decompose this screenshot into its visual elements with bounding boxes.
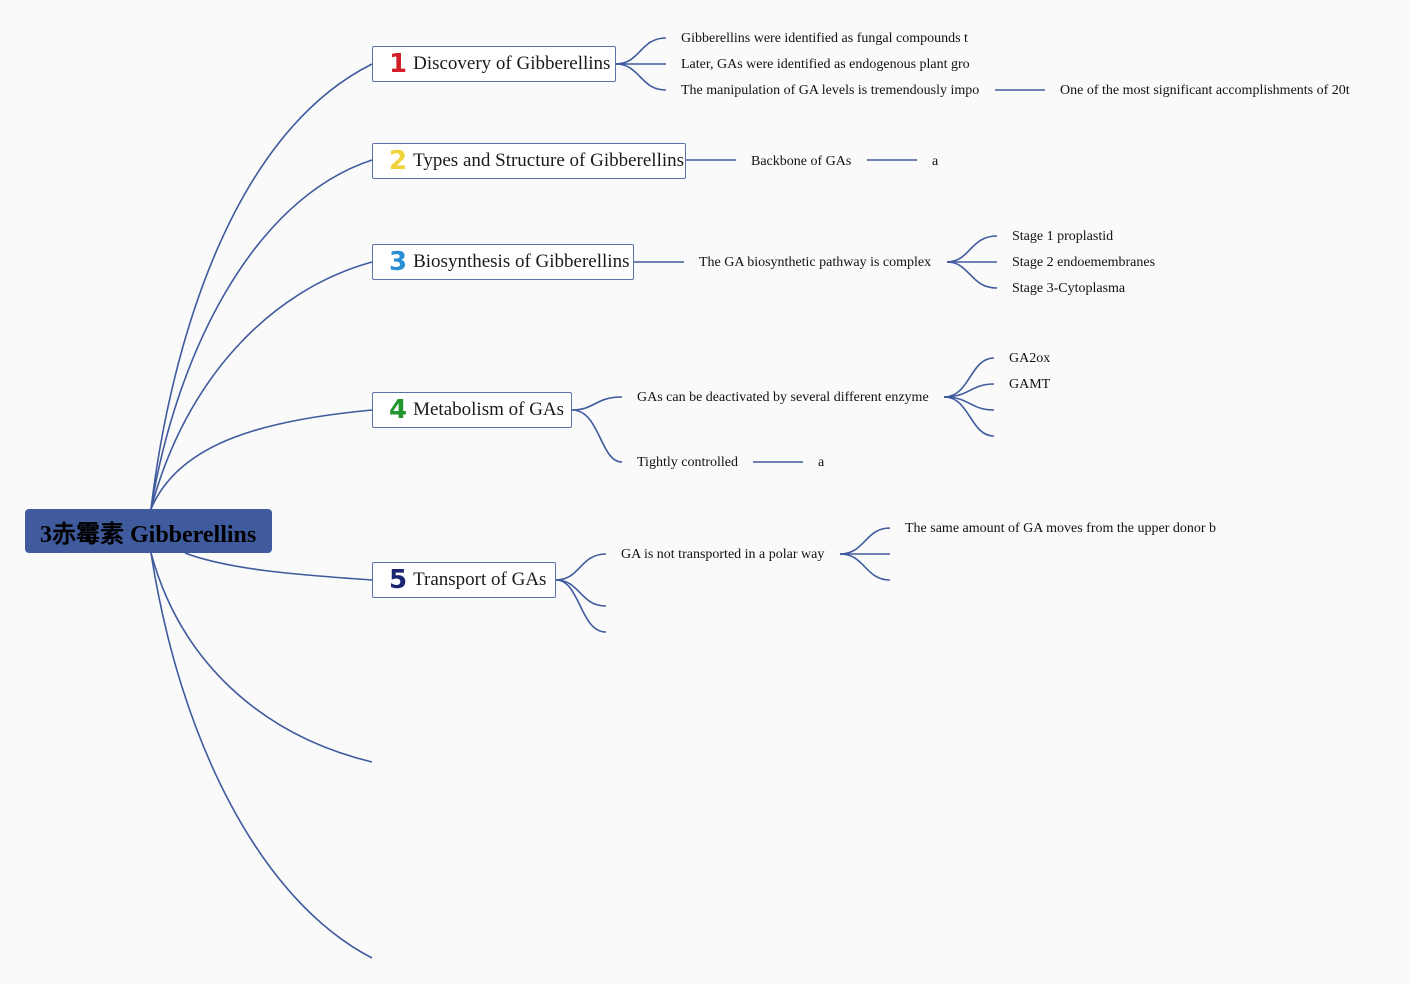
connector-t5-c1: [555, 553, 607, 581]
connector-root-topic-1: [150, 63, 373, 510]
number-1-icon: 1: [389, 49, 408, 79]
connector-root-topic-5: [184, 552, 373, 581]
root-topic-label: 3赤霉素 Gibberellins: [40, 521, 257, 548]
subtopic-3-1-1[interactable]: Stage 1 proplastid: [1012, 229, 1114, 244]
subtopic-2-1[interactable]: Backbone of GAs: [751, 154, 852, 169]
connector-root-topic-3: [150, 261, 373, 510]
connector-root-topic-2: [150, 159, 373, 510]
topic-types-structure[interactable]: 2 Types and Structure of Gibberellins: [372, 143, 686, 179]
connector-root-topic-4: [150, 409, 373, 510]
topic-label: Metabolism of GAs: [413, 399, 565, 420]
topic-label: Discovery of Gibberellins: [413, 53, 611, 74]
topic-discovery[interactable]: 1 Discovery of Gibberellins: [372, 46, 616, 82]
subtopic-3-1-3[interactable]: Stage 3-Cytoplasma: [1012, 281, 1126, 296]
subtopic-5-1[interactable]: GA is not transported in a polar way: [621, 547, 825, 562]
subtopic-4-1[interactable]: GAs can be deactivated by several differ…: [637, 390, 929, 405]
connector-t5-gc3: [839, 553, 891, 581]
subtopic-1-3-1[interactable]: One of the most significant accomplishme…: [1060, 83, 1350, 98]
root-topic[interactable]: 3赤霉素 Gibberellins: [25, 509, 272, 553]
number-3-icon: 3: [389, 247, 408, 277]
connector-t4-c2: [571, 409, 623, 463]
subtopic-4-1-1[interactable]: GA2ox: [1009, 351, 1051, 366]
connector-root-empty-2: [150, 552, 373, 959]
subtopic-2-1-1[interactable]: a: [932, 154, 939, 169]
subtopic-1-2[interactable]: Later, GAs were identified as endogenous…: [681, 57, 970, 72]
connector-t1-c1: [615, 37, 667, 65]
connector-t5-gc1: [839, 527, 891, 555]
number-5-icon: 5: [389, 565, 408, 595]
connector-root-empty-1: [150, 552, 373, 763]
connector-t3-gc1: [946, 235, 998, 263]
subtopic-1-3[interactable]: The manipulation of GA levels is tremend…: [681, 83, 980, 98]
topic-label: Biosynthesis of Gibberellins: [413, 251, 630, 272]
topic-biosynthesis[interactable]: 3 Biosynthesis of Gibberellins: [372, 244, 634, 280]
number-4-icon: 4: [389, 395, 408, 425]
subtopic-1-1[interactable]: Gibberellins were identified as fungal c…: [681, 31, 968, 46]
subtopic-4-2[interactable]: Tightly controlled: [637, 455, 738, 470]
connector-t3-gc3: [946, 261, 998, 289]
connector-t5-c2: [555, 579, 607, 607]
topic-metabolism[interactable]: 4 Metabolism of GAs: [372, 392, 572, 428]
subtopic-5-1-1[interactable]: The same amount of GA moves from the upp…: [905, 521, 1217, 536]
subtopic-4-2-1[interactable]: a: [818, 455, 825, 470]
connector-t4-gc4: [943, 396, 995, 437]
number-2-icon: 2: [389, 146, 408, 176]
subtopic-3-1[interactable]: The GA biosynthetic pathway is complex: [699, 255, 932, 270]
connector-t4-c1: [571, 396, 623, 411]
connector-t1-c3: [615, 63, 667, 91]
topic-label: Transport of GAs: [413, 569, 547, 590]
connector-t5-c3: [555, 579, 607, 633]
subtopic-3-1-2[interactable]: Stage 2 endoemembranes: [1012, 255, 1156, 270]
topic-label: Types and Structure of Gibberellins: [413, 150, 685, 171]
topic-transport[interactable]: 5 Transport of GAs: [372, 562, 556, 598]
subtopic-4-1-2[interactable]: GAMT: [1009, 377, 1051, 392]
